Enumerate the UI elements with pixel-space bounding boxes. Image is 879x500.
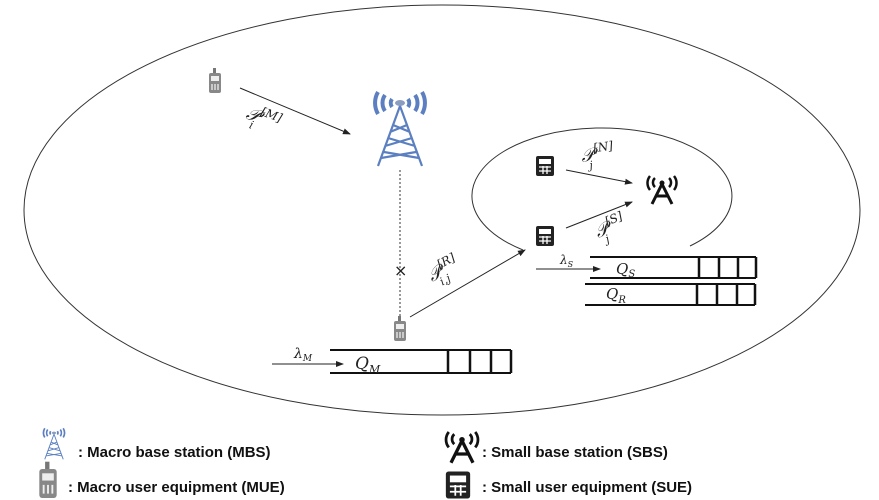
legend-mue-icon xyxy=(38,460,58,499)
label-p-m: 𝒫[M]i xyxy=(241,100,284,140)
legend-sbs-icon xyxy=(444,430,480,465)
macro-user-equipment-icon xyxy=(208,67,222,94)
legend-mbs-label: : Macro base station (MBS) xyxy=(78,444,271,461)
arrow-mue-to-mbs xyxy=(239,87,351,135)
legend-sue-icon xyxy=(444,470,472,500)
label-lambda-m: λM xyxy=(293,346,313,364)
label-q-s: QS xyxy=(616,260,635,280)
legend-sbs-label: : Small base station (SBS) xyxy=(482,444,668,461)
small-base-station-icon xyxy=(645,174,679,206)
legend: : Macro base station (MBS) : Small base … xyxy=(38,427,692,500)
label-p-n: 𝒫[N]j xyxy=(579,139,616,173)
arrow-sue-to-sbs-2 xyxy=(565,201,633,229)
macro-cell-boundary xyxy=(23,4,861,416)
legend-sue-label: : Small user equipment (SUE) xyxy=(482,479,692,496)
small-user-equipment-icon xyxy=(535,225,555,247)
blocked-mark: × xyxy=(394,261,407,280)
label-p-s: 𝒫[S]j xyxy=(591,209,631,248)
small-cell-boundary xyxy=(471,127,733,251)
label-lambda-s: λS xyxy=(559,253,574,269)
small-user-equipment-icon xyxy=(535,155,555,177)
relay-link-arrow xyxy=(409,249,526,318)
legend-mue-label: : Macro user equipment (MUE) xyxy=(68,479,285,496)
queue-m xyxy=(330,349,513,374)
queue-s xyxy=(590,256,758,279)
label-q-m: QM xyxy=(355,354,381,376)
label-p-r: 𝒫[R]i,j xyxy=(423,250,465,291)
arrow-sue-to-sbs xyxy=(565,169,633,185)
queue-r xyxy=(585,283,757,306)
macro-base-station-icon xyxy=(373,90,427,168)
legend-mbs-icon xyxy=(42,427,66,461)
label-q-r: QR xyxy=(606,285,626,306)
macro-user-equipment-icon xyxy=(393,315,407,342)
